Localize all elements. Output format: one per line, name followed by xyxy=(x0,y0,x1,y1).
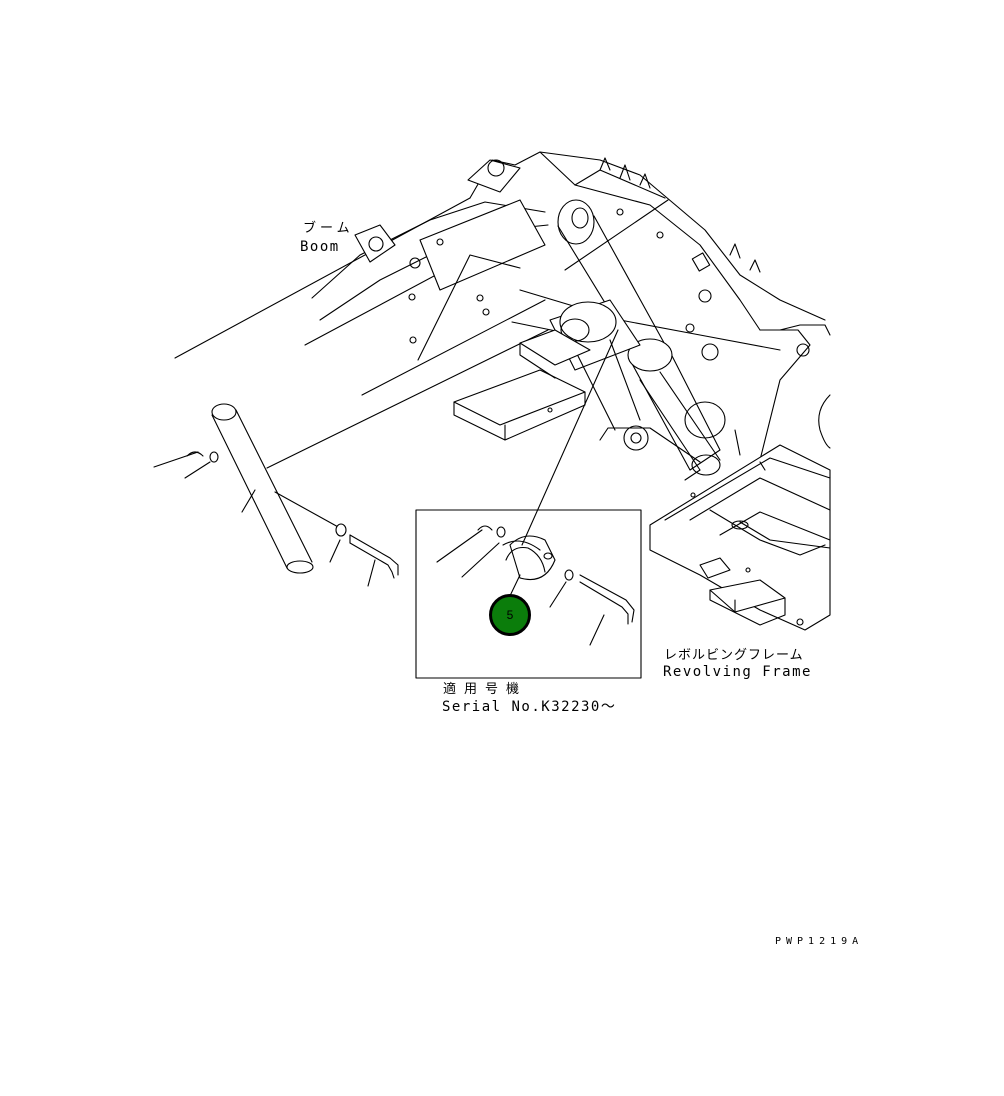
revolving-frame xyxy=(649,324,831,631)
boom-label-en: Boom xyxy=(300,239,340,255)
frame-label-jp: レボルビングフレーム xyxy=(664,648,804,663)
lower-cylinder xyxy=(549,299,726,463)
boom-pin-part xyxy=(211,403,341,574)
boom-cylinder xyxy=(557,199,721,476)
collar-part xyxy=(502,535,556,581)
serial-label-jp: 適用号機 xyxy=(443,682,528,697)
serial-label-en: Serial No.K32230～ xyxy=(442,699,617,715)
callout-5[interactable]: 5 xyxy=(489,594,531,636)
drawing-code: PWP1219A xyxy=(775,936,864,947)
frame-label-en: Revolving Frame xyxy=(663,664,812,680)
boom-label-jp: ブーム xyxy=(303,221,354,236)
boom-pad xyxy=(453,329,591,441)
detail-inset xyxy=(415,329,642,679)
shim-part xyxy=(153,451,347,563)
upper-frame xyxy=(511,151,826,351)
bolt-part xyxy=(349,534,399,587)
